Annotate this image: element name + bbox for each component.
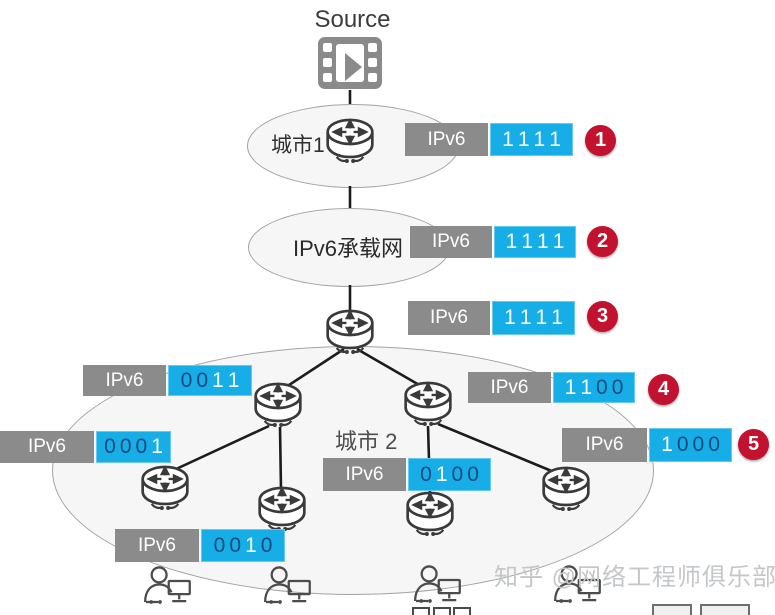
city1-label: 城市1 xyxy=(271,134,325,157)
link-midright-bottomright xyxy=(437,422,555,474)
step-badge-5: 5 xyxy=(738,429,769,460)
user-workstation-icon-3 xyxy=(409,564,465,610)
router-icon-core xyxy=(321,306,379,356)
router-icon-city1 xyxy=(321,115,379,165)
step-badge-1: 1 xyxy=(585,125,616,156)
step-badge-3: 3 xyxy=(587,301,618,332)
packet-proto: IPv6 xyxy=(115,529,199,562)
router-icon-mid-right xyxy=(399,378,457,428)
cutoff-glyph xyxy=(453,607,471,615)
step-badge-2: 2 xyxy=(587,226,618,257)
city2-label: 城市 2 xyxy=(335,429,398,454)
cutoff-glyph xyxy=(433,607,451,615)
video-film-icon xyxy=(318,37,382,89)
step-badge-4: 4 xyxy=(648,374,679,405)
cutoff-rect xyxy=(652,604,692,615)
packet-proto: IPv6 xyxy=(410,226,492,258)
link-core-midright xyxy=(356,347,422,388)
link-core-midleft xyxy=(285,347,345,389)
watermark-text: 知乎 @网络工程师俱乐部 xyxy=(494,564,775,591)
packet-proto: IPv6 xyxy=(468,372,551,403)
source-label: Source xyxy=(314,6,391,33)
packet-proto: IPv6 xyxy=(405,123,488,156)
cutoff-rect xyxy=(700,604,750,615)
backbone-label: IPv6承载网 xyxy=(293,236,404,261)
router-icon-bottom-right xyxy=(537,463,595,513)
packet-proto: IPv6 xyxy=(408,301,490,335)
router-icon-bottom-left xyxy=(253,483,311,533)
packet-proto: IPv6 xyxy=(83,365,166,396)
router-icon-bottom-mid xyxy=(401,488,459,538)
cutoff-glyph xyxy=(412,607,430,615)
link-midleft-bottomleft xyxy=(278,426,283,491)
packet-proto: IPv6 xyxy=(0,431,94,463)
packet-proto: IPv6 xyxy=(323,458,406,491)
user-workstation-icon-1 xyxy=(139,565,195,611)
router-icon-mid-left xyxy=(249,379,307,429)
packet-proto: IPv6 xyxy=(562,428,647,462)
link-midleft-farleft xyxy=(173,424,270,472)
user-workstation-icon-2 xyxy=(259,565,315,611)
router-icon-far-left xyxy=(136,462,194,512)
